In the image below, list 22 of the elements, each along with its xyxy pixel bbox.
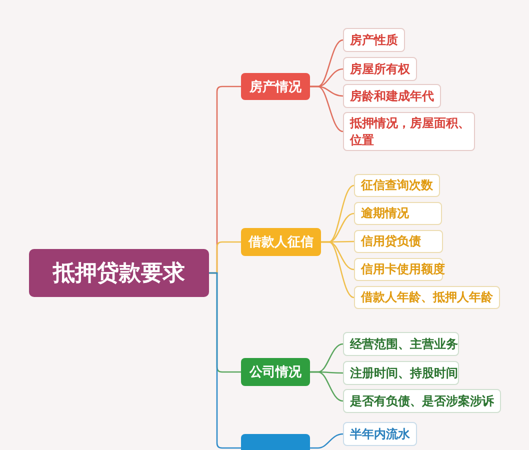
subtopic-box: 是否有负债、是否涉案涉诉	[343, 389, 501, 413]
branch-topic-box: 公司情况	[241, 358, 310, 386]
branch-topic-box: 房产情况	[241, 73, 310, 100]
connector-line	[310, 371, 344, 402]
subtopic-box: 注册时间、持股时间	[343, 361, 459, 385]
connector-line	[209, 272, 241, 449]
subtopic-box: 逾期情况	[354, 202, 442, 225]
subtopic-box: 信用卡使用额度	[354, 258, 443, 281]
subtopic-box: 房屋所有权	[343, 57, 417, 81]
subtopic-box: 抵押情况，房屋面积、位置	[343, 112, 475, 151]
connector-line	[310, 433, 344, 449]
connector-line	[321, 241, 354, 298]
central-topic-box: 抵押贷款要求	[29, 249, 209, 297]
subtopic-box: 房产性质	[343, 28, 405, 52]
subtopic-box: 借款人年龄、抵押人年龄	[354, 286, 500, 309]
subtopic-box: 房龄和建成年代	[343, 84, 441, 108]
subtopic-box: 信用贷负债	[354, 230, 443, 253]
subtopic-box: 征信查询次数	[354, 174, 440, 197]
connector-line	[310, 86, 344, 132]
branch-topic-box: 借款人征信	[241, 228, 321, 256]
subtopic-box: 半年内流水	[343, 422, 417, 446]
subtopic-box: 经营范围、主营业务	[343, 332, 459, 356]
